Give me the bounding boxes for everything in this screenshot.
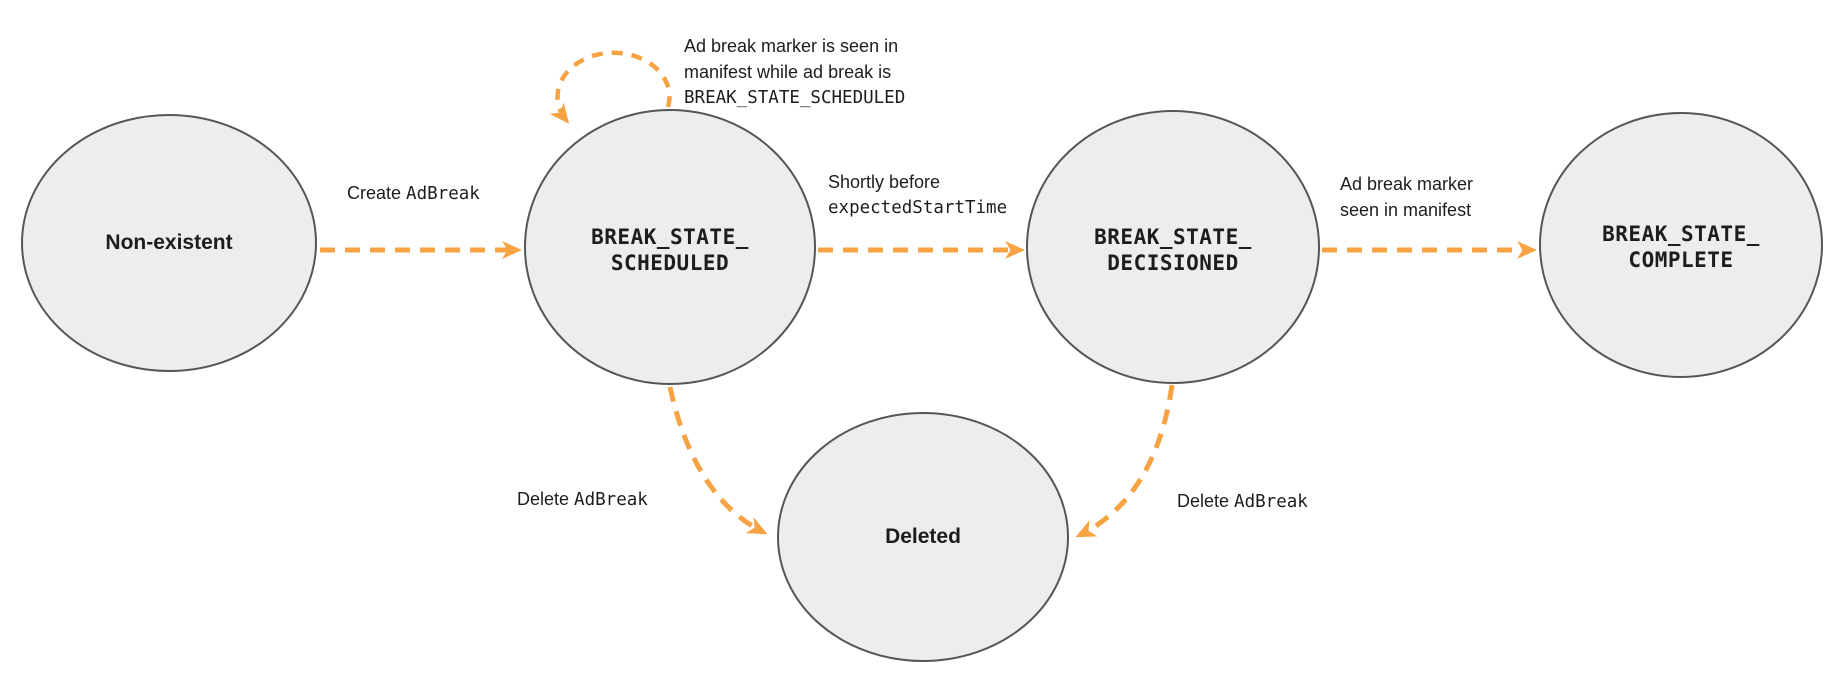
state-node-break-state-decisioned (1026, 110, 1320, 384)
edge-label-delete-adbreak-right: Delete AdBreak (1177, 488, 1308, 515)
edge-label-line: manifest while ad break is (684, 62, 892, 82)
edge-label-shortly-before: Shortly before expectedStartTime (828, 169, 1007, 221)
edge-label-line: Ad break marker is seen in (684, 36, 899, 56)
edge-label-code: expectedStartTime (828, 198, 1008, 218)
state-label-non-existent: Non-existent (105, 231, 233, 254)
state-label-deleted: Deleted (885, 525, 961, 548)
state-label-break-state-decisioned: BREAK_STATE_ DECISIONED (1094, 224, 1252, 276)
state-label-line: BREAK_STATE_ (1602, 222, 1760, 246)
edge-label-line: Shortly before (828, 172, 941, 192)
transition-arrow-self-loop (549, 50, 672, 124)
state-label-break-state-scheduled: BREAK_STATE_ SCHEDULED (591, 224, 749, 276)
state-node-non-existent (21, 114, 317, 372)
state-label-line: BREAK_STATE_ (1094, 225, 1252, 249)
state-label-break-state-complete: BREAK_STATE_ COMPLETE (1602, 221, 1760, 273)
edge-label-code: BREAK_STATE_SCHEDULED (684, 88, 906, 108)
edge-label-line: seen in manifest (1340, 200, 1472, 220)
edge-label-text: Delete (517, 489, 570, 509)
edge-label-code: AdBreak (574, 490, 648, 510)
state-label-line: SCHEDULED (610, 251, 730, 275)
edge-label-code: AdBreak (406, 184, 480, 204)
state-label-line: DECISIONED (1107, 251, 1239, 275)
edge-label-text: Create (347, 183, 402, 203)
transition-arrow-delete-from-decisioned (1075, 384, 1175, 538)
state-label-line: COMPLETE (1628, 248, 1734, 272)
state-label-line: BREAK_STATE_ (591, 225, 749, 249)
state-node-deleted (777, 412, 1069, 662)
edge-label-delete-adbreak-left: Delete AdBreak (517, 486, 648, 513)
edge-label-text: Delete (1177, 491, 1230, 511)
edge-label-code: AdBreak (1234, 492, 1308, 512)
state-node-break-state-complete (1539, 112, 1823, 378)
edge-label-line: Ad break marker (1340, 174, 1474, 194)
edge-label-self-loop: Ad break marker is seen in manifest whil… (684, 33, 905, 111)
transition-arrow-delete-from-scheduled (667, 386, 768, 535)
state-node-break-state-scheduled (524, 109, 816, 385)
edge-label-create-adbreak: Create AdBreak (347, 180, 480, 207)
edge-label-marker-seen: Ad break marker seen in manifest (1340, 171, 1473, 223)
